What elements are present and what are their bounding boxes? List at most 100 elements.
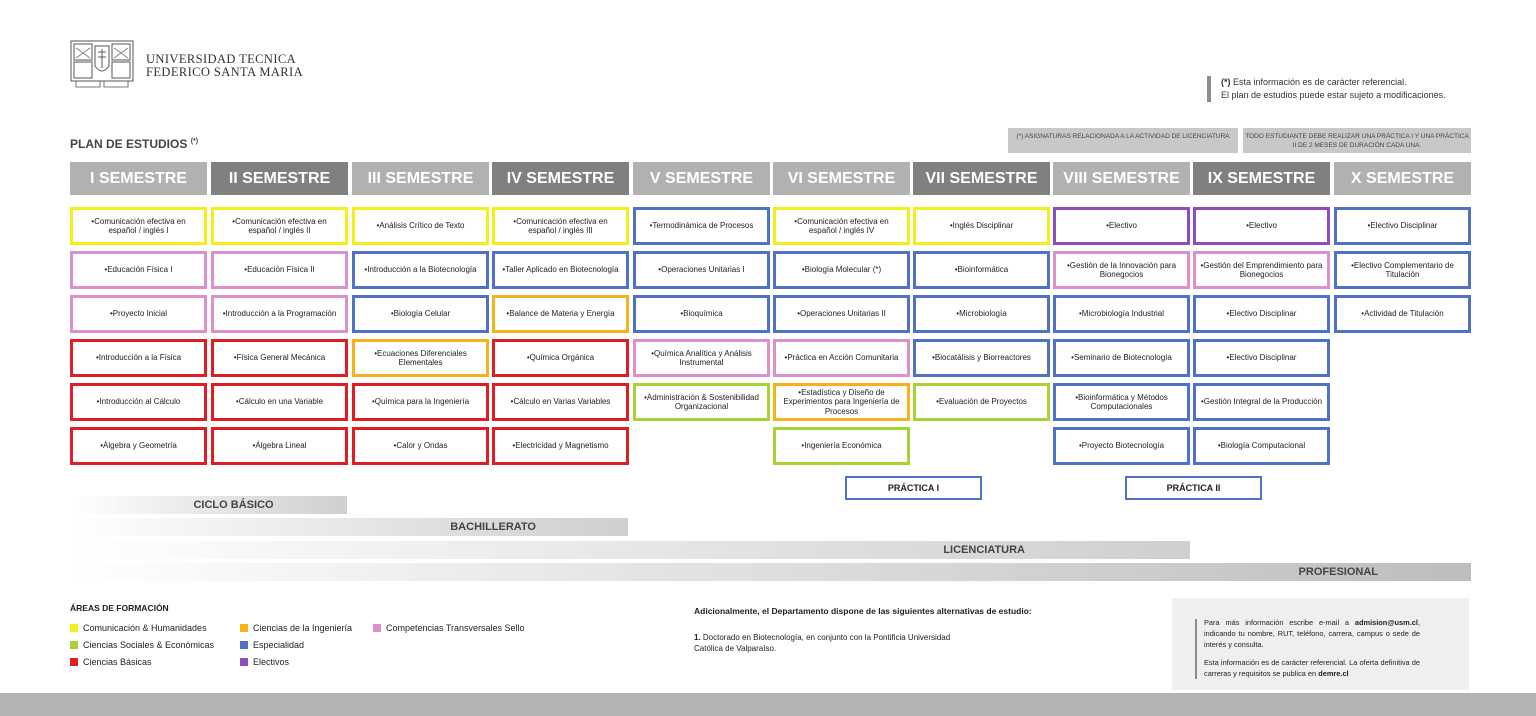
course-box: •Operaciones Unitarias II (773, 295, 910, 333)
course-name: •Análisis Crítico de Texto (376, 221, 465, 231)
course-name: •Electivo (1106, 221, 1137, 231)
course-box: •Cálculo en Varias Variables (492, 383, 629, 421)
plan-title-text: PLAN DE ESTUDIOS (70, 137, 188, 151)
area-legend-item: Ciencias Básicas (70, 657, 152, 667)
course-box: •Gestión del Emprendimiento para Bionego… (1193, 251, 1330, 289)
course-name: •Química para la Ingeniería (371, 397, 470, 407)
area-label: Competencias Transversales Sello (386, 623, 525, 633)
course-name: •Biología Molecular (*) (801, 265, 882, 275)
info-accent-bar (1195, 656, 1197, 679)
practica-1-box: PRÁCTICA I (845, 476, 982, 500)
course-box: •Ecuaciones Diferenciales Elementales (352, 339, 489, 377)
area-color-swatch (240, 658, 248, 666)
course-box: •Actividad de Titulación (1334, 295, 1471, 333)
course-name: •Gestión del Emprendimiento para Bionego… (1200, 260, 1323, 280)
course-box: •Práctica en Acción Comunitaria (773, 339, 910, 377)
course-box: •Termodinámica de Procesos (633, 207, 770, 245)
area-legend-item: Ciencias de la Ingeniería (240, 623, 352, 633)
semester-header: VIII SEMESTRE (1053, 162, 1190, 195)
additional-item-number: 1. (694, 633, 701, 642)
course-box: •Biocatálisis y Biorreactores (913, 339, 1050, 377)
semester-header: VII SEMESTRE (913, 162, 1050, 195)
course-name: •Comunicación efectiva en español / ingl… (794, 216, 889, 236)
course-box: •Comunicación efectiva en español / ingl… (70, 207, 207, 245)
contact-email-link[interactable]: admision@usm.cl (1354, 618, 1418, 627)
course-box: •Química Analítica y Análisis Instrument… (633, 339, 770, 377)
demre-link[interactable]: demre.cl (1318, 669, 1349, 678)
info-referential-text: Esta información es de carácter referenc… (1204, 657, 1420, 679)
course-box: •Balance de Materia y Energía (492, 295, 629, 333)
course-box: •Introducción a la Biotecnología (352, 251, 489, 289)
course-box: •Taller Aplicado en Biotecnología (492, 251, 629, 289)
course-box: •Gestión de la Innovación para Bionegoci… (1053, 251, 1190, 289)
note-mark: (*) (1221, 77, 1231, 87)
course-box: •Biología Celular (352, 295, 489, 333)
licenciatura-legend-box: (*) ASIGNATURAS RELACIONADA A LA ACTIVID… (1008, 128, 1238, 153)
course-name: •Taller Aplicado en Biotecnología (502, 265, 619, 275)
course-box: •Electivo Disciplinar (1193, 295, 1330, 333)
cycle-label: BACHILLERATO (450, 521, 536, 533)
course-name: •Cálculo en una Variable (235, 397, 324, 407)
course-name: •Ecuaciones Diferenciales Elementales (374, 348, 467, 368)
area-legend-item: Especialidad (240, 640, 304, 650)
course-name: •Introducción al Cálculo (96, 397, 181, 407)
course-name: •Proyecto Inicial (109, 309, 168, 319)
cycle-label: PROFESIONAL (1298, 566, 1378, 578)
course-name: •Práctica en Acción Comunitaria (784, 353, 899, 363)
area-color-swatch (240, 641, 248, 649)
course-name: •Educación Física II (244, 265, 315, 275)
course-name: •Biología Celular (390, 309, 451, 319)
cycle-bar-licenciatura: LICENCIATURA (70, 541, 1190, 559)
cycle-bar-ciclo-basico: CICLO BÁSICO (70, 496, 347, 514)
course-box: •Álgebra y Geometría (70, 427, 207, 465)
practica-legend-box: TODO ESTUDIANTE DEBE REALIZAR UNA PRÁCTI… (1243, 128, 1471, 153)
cycle-label: LICENCIATURA (943, 544, 1025, 556)
course-name: •Estadística y Diseño de Experimentos pa… (783, 387, 900, 416)
area-legend-item: Electivos (240, 657, 289, 667)
course-box: •Microbiología (913, 295, 1050, 333)
course-name: •Bioinformática y Métodos Computacionale… (1075, 392, 1168, 412)
course-name: •Electivo Disciplinar (1226, 353, 1297, 363)
course-name: •Operaciones Unitarias II (797, 309, 886, 319)
semester-header: V SEMESTRE (633, 162, 770, 195)
course-box: •Operaciones Unitarias I (633, 251, 770, 289)
course-box: •Electivo (1193, 207, 1330, 245)
course-name: •Educación Física I (104, 265, 173, 275)
course-name: •Evaluación de Proyectos (936, 397, 1027, 407)
course-box: •Introducción al Cálculo (70, 383, 207, 421)
course-name: •Seminario de Biotecnología (1071, 353, 1172, 363)
area-label: Electivos (253, 657, 290, 667)
semester-header: IX SEMESTRE (1193, 162, 1330, 195)
area-legend-item: Comunicación & Humanidades (70, 623, 207, 633)
semester-header: IV SEMESTRE (492, 162, 629, 195)
course-box: •Cálculo en una Variable (211, 383, 348, 421)
info-text-post: , indicando tu nombre, RUT, teléfono, ca… (1204, 618, 1420, 649)
note-text1: Esta información es de carácter referenc… (1233, 77, 1407, 87)
course-box: •Bioinformática (913, 251, 1050, 289)
additional-item-text: Doctorado en Biotecnología, en conjunto … (694, 633, 951, 653)
course-name: •Bioinformática (954, 265, 1009, 275)
area-legend-item: Ciencias Sociales & Económicas (70, 640, 214, 650)
course-box: •Introducción a la Física (70, 339, 207, 377)
university-name-line2: FEDERICO SANTA MARIA (146, 65, 304, 79)
disclaimer-line1: (*) Esta información es de carácter refe… (1221, 77, 1407, 87)
course-box: •Química Orgánica (492, 339, 629, 377)
course-box: •Seminario de Biotecnología (1053, 339, 1190, 377)
course-name: •Comunicación efectiva en español / ingl… (513, 216, 608, 236)
area-label: Ciencias de la Ingeniería (253, 623, 353, 633)
course-box: •Electivo Disciplinar (1334, 207, 1471, 245)
course-name: •Biología Computacional (1217, 441, 1306, 451)
course-name: •Álgebra y Geometría (100, 441, 177, 451)
course-name: •Introducción a la Programación (222, 309, 337, 319)
course-name: •Calor y Ondas (393, 441, 448, 451)
course-box: •Biología Computacional (1193, 427, 1330, 465)
course-name: •Álgebra Lineal (252, 441, 307, 451)
course-box: •Electivo (1053, 207, 1190, 245)
course-name: •Comunicación efectiva en español / ingl… (91, 216, 186, 236)
course-box: •Bioquímica (633, 295, 770, 333)
semester-header: III SEMESTRE (352, 162, 489, 195)
additional-title: Adicionalmente, el Departamento dispone … (694, 606, 1032, 616)
course-box: •Química para la Ingeniería (352, 383, 489, 421)
plan-title-mark: (*) (190, 138, 199, 145)
practica-2-box: PRÁCTICA II (1125, 476, 1262, 500)
